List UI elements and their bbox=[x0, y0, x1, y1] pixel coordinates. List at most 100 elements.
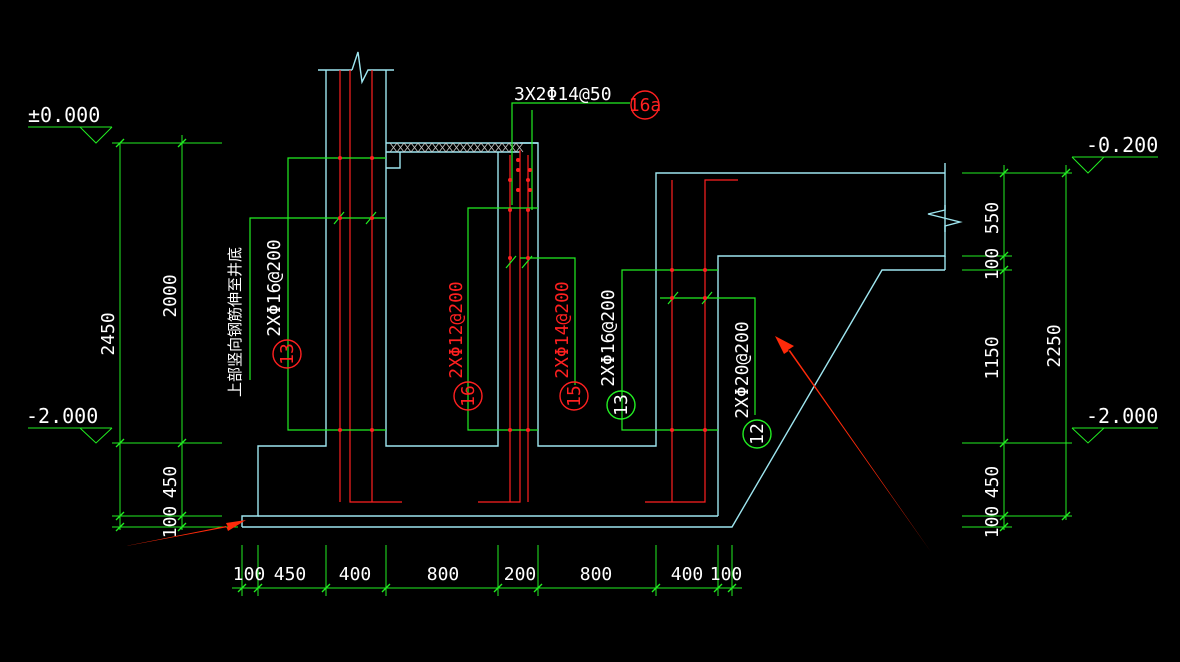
rebar-mid-3 bbox=[478, 150, 521, 503]
stirrup-15 bbox=[520, 257, 576, 385]
hatch-line bbox=[438, 142, 447, 153]
rebar-dot bbox=[516, 168, 520, 172]
leader-16a bbox=[511, 102, 630, 205]
dim-tick bbox=[999, 522, 1009, 532]
rebar-dot bbox=[526, 256, 530, 260]
hatch-line bbox=[396, 142, 405, 153]
hatch-line bbox=[494, 142, 503, 153]
rebar-dot bbox=[370, 156, 374, 160]
dim-right-100a: 100 bbox=[982, 248, 1003, 281]
rebar-label-13a: 2XΦ16@200 bbox=[264, 239, 285, 337]
dim-tick bbox=[999, 438, 1009, 448]
dim-tick bbox=[533, 583, 543, 593]
rebar-labels: 3X2Φ14@50 上部竖向钢筋伸至井底 2XΦ16@200 2XΦ12@200… bbox=[226, 84, 753, 419]
hatch-line bbox=[480, 142, 489, 153]
hatch-line bbox=[459, 142, 468, 153]
dim-bottom-3: 800 bbox=[427, 564, 460, 585]
dim-tick bbox=[999, 251, 1009, 261]
dim-tick bbox=[115, 138, 125, 148]
hatch-line bbox=[389, 142, 398, 153]
outline-small-notch bbox=[386, 152, 401, 169]
dimension-labels: 2450 2000 450 100 550 100 1150 450 100 2… bbox=[98, 202, 1065, 585]
rebar-label-12: 2XΦ20@200 bbox=[732, 321, 753, 419]
concrete-outline bbox=[241, 51, 963, 528]
dim-tick bbox=[115, 522, 125, 532]
hatch-line bbox=[501, 142, 510, 153]
tick-4 bbox=[521, 255, 533, 269]
rebar-dot bbox=[508, 256, 512, 260]
rebar-dot bbox=[526, 208, 530, 212]
rebar-label-16: 2XΦ12@200 bbox=[446, 281, 467, 379]
elev-sym-bot-left-tri bbox=[79, 427, 113, 444]
hatch-line bbox=[515, 142, 524, 153]
dim-tick bbox=[1061, 168, 1071, 178]
dimension-lines bbox=[28, 126, 1158, 596]
dim-tick bbox=[493, 583, 503, 593]
elev-bottom-left: -2.000 bbox=[26, 404, 98, 428]
elev-top-right: -0.200 bbox=[1086, 133, 1158, 157]
dim-tick bbox=[177, 138, 187, 148]
rebar-markers: 16a 13 16 15 13 12 bbox=[272, 90, 772, 449]
elev-sym-bot-right-tri bbox=[1071, 427, 1105, 444]
elev-top-left: ±0.000 bbox=[28, 103, 100, 127]
marker-15: 15 bbox=[564, 385, 585, 407]
outline-bottom-slab bbox=[242, 269, 945, 528]
dim-left-total: 2450 bbox=[98, 312, 119, 355]
marker-13b-circle bbox=[606, 390, 636, 420]
hatch-line bbox=[417, 142, 426, 153]
rebar-right-2 bbox=[645, 179, 738, 503]
rebar-left-3 bbox=[349, 70, 402, 503]
dim-left-100: 100 bbox=[160, 506, 181, 539]
dim-right-total: 2250 bbox=[1044, 324, 1065, 367]
rebar-dot bbox=[670, 296, 674, 300]
tick-3 bbox=[505, 255, 517, 269]
rebar-dot bbox=[703, 268, 707, 272]
rebar-dot bbox=[338, 156, 342, 160]
dim-right-1150: 1150 bbox=[982, 336, 1003, 379]
dim-tick bbox=[999, 168, 1009, 178]
dim-tick bbox=[253, 583, 263, 593]
rebar-dot bbox=[508, 428, 512, 432]
rebar-dot bbox=[508, 178, 512, 182]
dim-tick bbox=[1061, 511, 1071, 521]
dim-tick bbox=[177, 522, 187, 532]
rebar-dot bbox=[516, 188, 520, 192]
marker-15-circle bbox=[559, 381, 589, 411]
dim-bottom-4: 200 bbox=[504, 564, 537, 585]
rebar-dot bbox=[703, 428, 707, 432]
rebar-label-top: 3X2Φ14@50 bbox=[514, 84, 612, 105]
hatch-line bbox=[487, 142, 496, 153]
hatch-line bbox=[410, 142, 419, 153]
dim-tick bbox=[115, 438, 125, 448]
marker-16a-circle bbox=[630, 90, 660, 120]
dim-bottom-2: 400 bbox=[339, 564, 372, 585]
outline-left-pit bbox=[385, 70, 499, 447]
rebar-lines bbox=[339, 70, 738, 503]
rebar-dot bbox=[703, 296, 707, 300]
dim-bottom-1: 450 bbox=[274, 564, 307, 585]
rebar-dot bbox=[528, 168, 532, 172]
dim-bottom-0: 100 bbox=[233, 564, 266, 585]
dim-tick bbox=[177, 511, 187, 521]
dim-right-100b: 100 bbox=[982, 506, 1003, 539]
stirrup-12 bbox=[660, 297, 756, 415]
dim-tick bbox=[177, 438, 187, 448]
cap-hatch bbox=[389, 142, 524, 153]
rebar-dot bbox=[370, 428, 374, 432]
elevation-labels: ±0.000 -2.000 -0.200 -2.000 bbox=[26, 103, 1158, 428]
dim-right-450: 450 bbox=[982, 466, 1003, 499]
dim-tick bbox=[321, 583, 331, 593]
dim-bottom-7: 100 bbox=[710, 564, 743, 585]
rebar-label-15: 2XΦ14@200 bbox=[552, 281, 573, 379]
hatch-line bbox=[445, 142, 454, 153]
arrow-right-icon bbox=[775, 336, 931, 552]
hatch-line bbox=[466, 142, 475, 153]
dim-tick bbox=[999, 265, 1009, 275]
elev-bottom-right: -2.000 bbox=[1086, 404, 1158, 428]
marker-13b: 13 bbox=[611, 394, 632, 416]
rebar-dot bbox=[370, 216, 374, 220]
dim-tick bbox=[237, 583, 247, 593]
dim-right-550: 550 bbox=[982, 202, 1003, 235]
dim-left-450: 450 bbox=[160, 466, 181, 499]
